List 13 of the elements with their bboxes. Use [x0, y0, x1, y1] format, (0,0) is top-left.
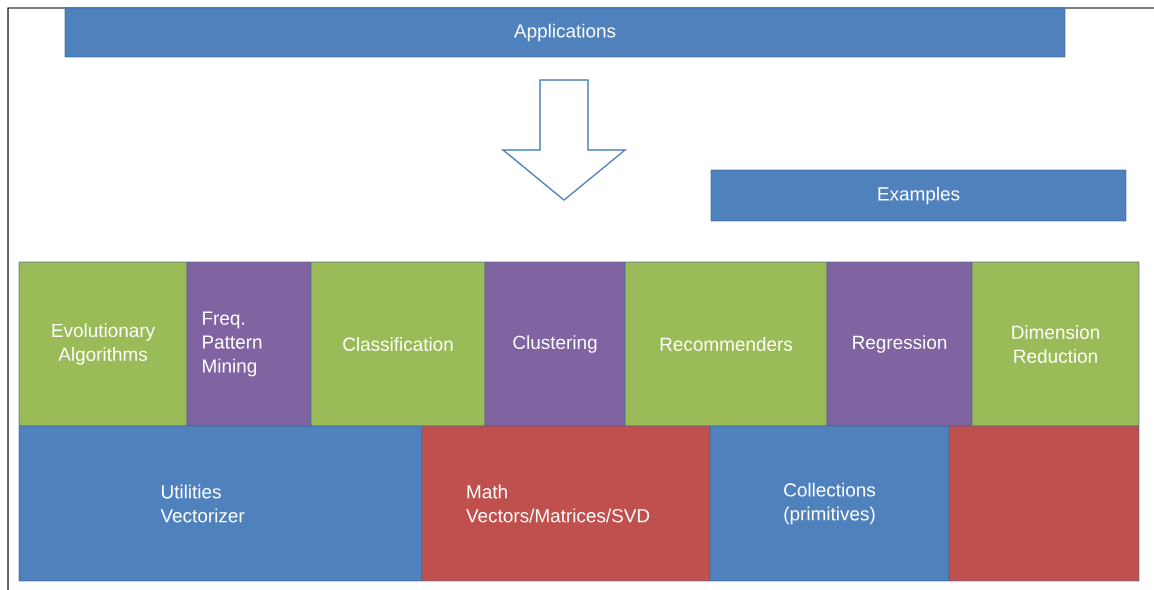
module-block: Dimension Reduction — [971, 261, 1140, 427]
foundation-block: Utilities Vectorizer — [18, 425, 423, 582]
heading-bar: Applications — [64, 7, 1066, 58]
foundation-block: Math Vectors/Matrices/SVD — [421, 425, 711, 582]
module-block: Freq. Pattern Mining — [186, 261, 312, 427]
examples-bar: Examples — [710, 169, 1127, 222]
module-block: Classification — [310, 261, 486, 427]
foundation-block: Collections (primitives) — [709, 425, 950, 582]
module-block: Recommenders — [624, 261, 828, 427]
foundation-block — [948, 425, 1140, 582]
module-block: Regression — [826, 261, 973, 427]
module-block: Clustering — [484, 261, 626, 427]
module-block: Evolutionary Algorithms — [18, 261, 188, 427]
